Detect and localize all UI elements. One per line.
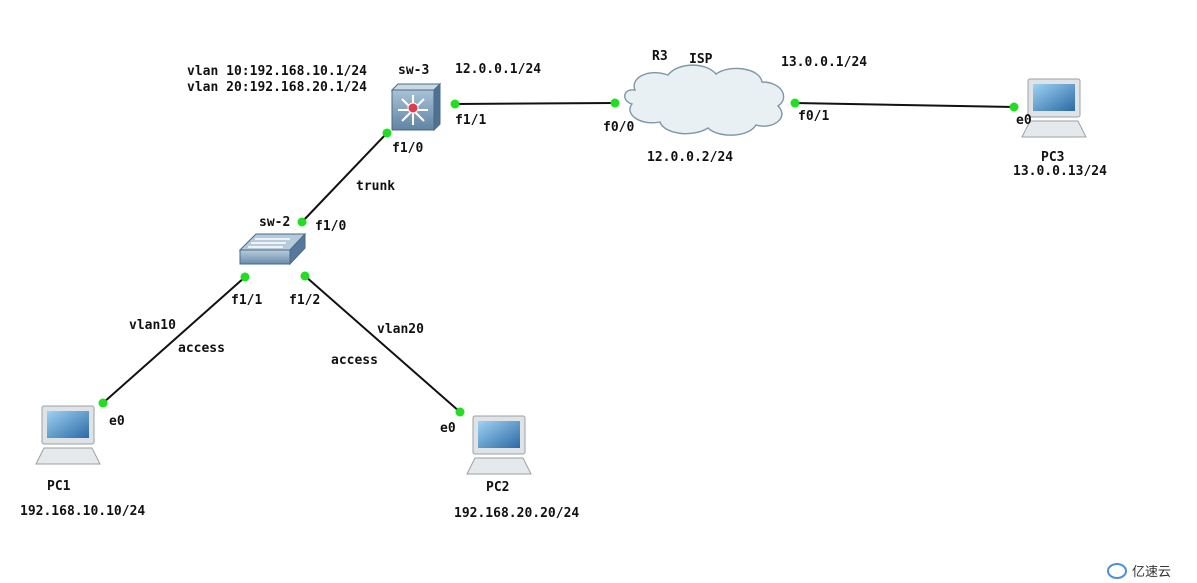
vlan10-label: vlan10 xyxy=(129,318,176,333)
sw2-f1-2-port: f1/2 xyxy=(289,293,320,308)
vlan20-label: vlan20 xyxy=(377,322,424,337)
pc2-computer-icon[interactable] xyxy=(466,415,532,475)
port-dot-pc1-e0 xyxy=(98,398,108,408)
port-dot-sw2-f1-2 xyxy=(300,271,310,281)
port-dot-sw2-f1-0 xyxy=(297,217,307,227)
sw3-f1-1-port: f1/1 xyxy=(455,113,486,128)
port-dot-sw3-f1-0 xyxy=(382,128,392,138)
r3-f0-0-ip: 12.0.0.2/24 xyxy=(647,150,733,165)
pc2-access-label: access xyxy=(331,353,378,368)
sw3-vlan20-note: vlan 20:192.168.20.1/24 xyxy=(187,80,367,95)
port-dot-pc2-e0 xyxy=(455,407,465,417)
r3-cloud-label: ISP xyxy=(689,52,713,67)
sw2-name: sw-2 xyxy=(259,215,290,230)
sw3-f1-1-ip: 12.0.0.1/24 xyxy=(455,62,541,77)
link-sw3-r3[interactable] xyxy=(454,102,616,105)
pc1-e0-port: e0 xyxy=(109,414,125,429)
pc3-ip: 13.0.0.13/24 xyxy=(1013,164,1107,179)
watermark-logo-icon xyxy=(1107,563,1127,579)
r3-f0-1-ip: 13.0.0.1/24 xyxy=(781,55,867,70)
link-sw2-pc2[interactable] xyxy=(304,275,461,413)
watermark: 亿速云 xyxy=(1107,563,1171,580)
pc3-e0-port: e0 xyxy=(1016,113,1032,128)
switch-arrows-icon xyxy=(248,238,290,248)
sw2-f1-1-port: f1/1 xyxy=(231,293,262,308)
pc2-name: PC2 xyxy=(486,480,509,495)
isp-cloud-r3[interactable] xyxy=(624,64,785,136)
pc1-computer-icon[interactable] xyxy=(35,405,101,465)
link-sw2-pc1[interactable] xyxy=(102,276,246,404)
pc2-ip: 192.168.20.20/24 xyxy=(454,506,579,521)
port-dot-pc3-e0 xyxy=(1009,102,1019,112)
sw3-f1-0-port: f1/0 xyxy=(392,141,423,156)
labels: vlan 10:192.168.10.1/24 vlan 20:192.168.… xyxy=(20,49,1107,521)
port-dot-r3-f0-0 xyxy=(610,98,620,108)
pc3-computer-icon[interactable] xyxy=(1021,78,1087,138)
sw3-vlan10-note: vlan 10:192.168.10.1/24 xyxy=(187,64,367,79)
pc3-name: PC3 xyxy=(1041,150,1064,165)
pc1-name: PC1 xyxy=(47,479,71,494)
port-dot-sw3-f1-1 xyxy=(450,99,460,109)
pc1-ip: 192.168.10.10/24 xyxy=(20,504,145,519)
l2-switch-sw2[interactable] xyxy=(238,232,307,266)
l3-switch-sw3[interactable] xyxy=(390,82,442,132)
r3-f0-0-port: f0/0 xyxy=(603,120,634,135)
pc1-access-label: access xyxy=(178,341,225,356)
port-dots xyxy=(98,98,1019,417)
link-r3-pc3[interactable] xyxy=(794,102,1015,108)
watermark-text: 亿速云 xyxy=(1132,565,1171,580)
r3-f0-1-port: f0/1 xyxy=(798,109,829,124)
trunk-label: trunk xyxy=(356,179,395,194)
r3-name: R3 xyxy=(652,49,668,64)
pc2-e0-port: e0 xyxy=(440,421,456,436)
link-sw3-sw2[interactable] xyxy=(301,132,388,223)
port-dot-sw2-f1-1 xyxy=(240,272,250,282)
sw3-name: sw-3 xyxy=(398,63,429,78)
links xyxy=(102,102,1015,413)
sw2-f1-0-port: f1/0 xyxy=(315,219,346,234)
port-dot-r3-f0-1 xyxy=(790,98,800,108)
